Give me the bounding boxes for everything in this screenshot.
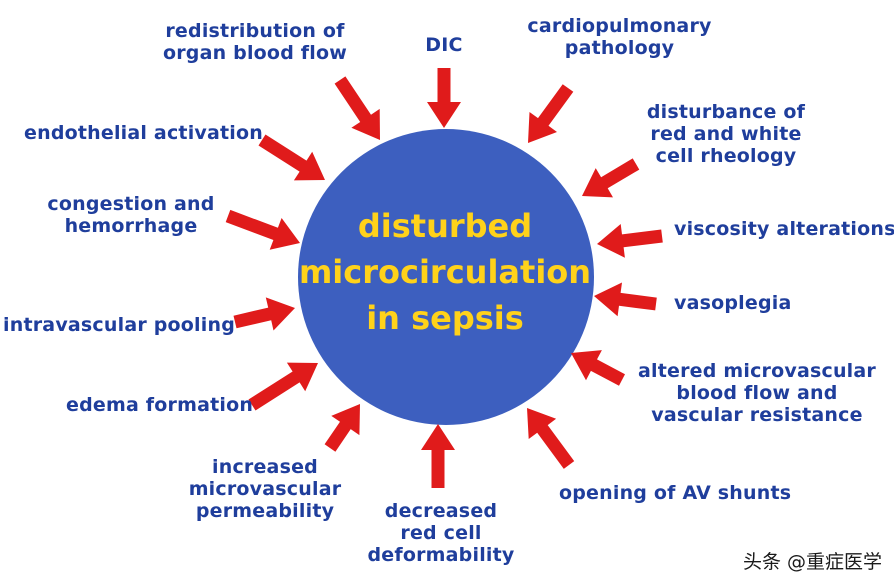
label-rheology: disturbance of red and white cell rheolo… [646,101,806,167]
label-deformability: decreased red cell deformability [367,500,515,566]
label-cardiopulmonary: cardiopulmonary pathology [527,15,712,59]
label-dic: DIC [425,34,463,56]
arrow-pooling [233,297,295,331]
arrow-cardiopulmonary [528,84,574,143]
arrow-shunts [527,408,575,469]
label-endothelial: endothelial activation [24,122,263,144]
label-permeability: increased microvascular permeability [188,456,342,522]
arrows-group [225,68,663,488]
label-pooling: intravascular pooling [3,314,235,336]
arrow-permeability [324,404,360,452]
label-edema: edema formation [66,394,254,416]
arrow-altered [571,350,625,386]
central-circle [298,129,594,425]
label-shunts: opening of AV shunts [559,482,792,504]
center-title: disturbed microcirculation in sepsis [290,203,600,341]
label-vasoplegia: vasoplegia [674,292,792,314]
arrow-viscosity [597,224,663,258]
arrow-dic [427,68,461,128]
center-title-line-2: microcirculation [298,253,592,291]
arrow-endothelial [258,134,325,181]
center-title-line-1: disturbed [357,207,533,245]
arrow-vasoplegia [594,282,657,317]
label-congestion: congestion and hemorrhage [47,193,215,237]
label-viscosity: viscosity alterations [674,218,894,240]
arrow-deformability [421,424,455,488]
center-title-line-3: in sepsis [366,299,524,337]
arrow-redistribution [334,76,380,140]
arrow-congestion [225,209,300,250]
watermark: 头条 @重症医学 [742,551,882,573]
arrow-rheology [582,158,640,198]
label-redistribution: redistribution of organ blood flow [162,20,347,64]
label-altered: altered microvascular blood flow and vas… [638,360,876,426]
arrow-edema [248,362,318,411]
